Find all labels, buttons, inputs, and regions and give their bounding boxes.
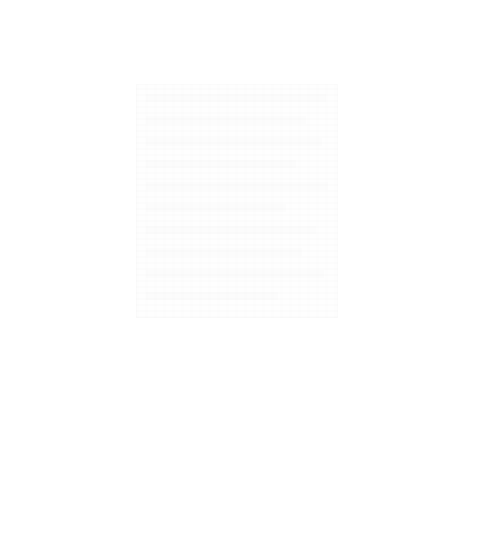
faint-line bbox=[146, 226, 316, 234]
faint-content-area bbox=[136, 84, 338, 318]
faint-line bbox=[146, 204, 286, 212]
faint-line bbox=[146, 182, 328, 190]
faint-line bbox=[146, 138, 322, 146]
faint-line bbox=[146, 160, 296, 168]
faint-text-lines bbox=[136, 84, 338, 318]
faint-line bbox=[146, 116, 306, 124]
faint-line bbox=[146, 248, 302, 256]
faint-line bbox=[146, 270, 324, 278]
faint-line bbox=[146, 94, 326, 102]
faint-line bbox=[146, 292, 278, 300]
